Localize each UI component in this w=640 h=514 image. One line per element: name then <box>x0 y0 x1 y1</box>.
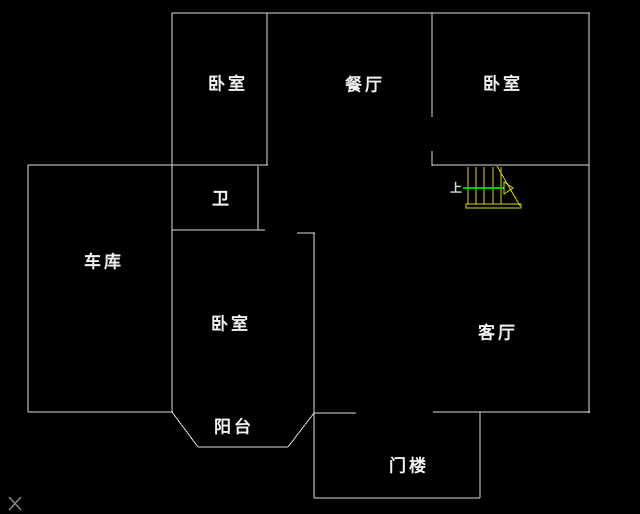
room-label-balcony: 阳台 <box>214 417 254 438</box>
stair-break-line <box>496 165 521 207</box>
stair-up-label: 上 <box>449 181 463 195</box>
stair-arrow-head-icon <box>503 181 514 195</box>
stair-stringer <box>465 203 522 209</box>
room-label-garage: 车库 <box>84 252 124 273</box>
room-label-living-room: 客厅 <box>478 323 518 344</box>
wall-segment <box>287 412 315 448</box>
room-label-bedroom-top-right: 卧室 <box>483 74 523 95</box>
room-label-bedroom-top-left: 卧室 <box>208 74 248 95</box>
room-label-bathroom: 卫 <box>212 189 232 210</box>
wall-segment <box>171 411 199 448</box>
room-label-gatehouse: 门楼 <box>389 456 429 477</box>
room-label-bedroom-middle: 卧室 <box>211 314 251 335</box>
crosshair-x-icon <box>8 496 22 511</box>
room-label-dining-room: 餐厅 <box>345 75 385 96</box>
